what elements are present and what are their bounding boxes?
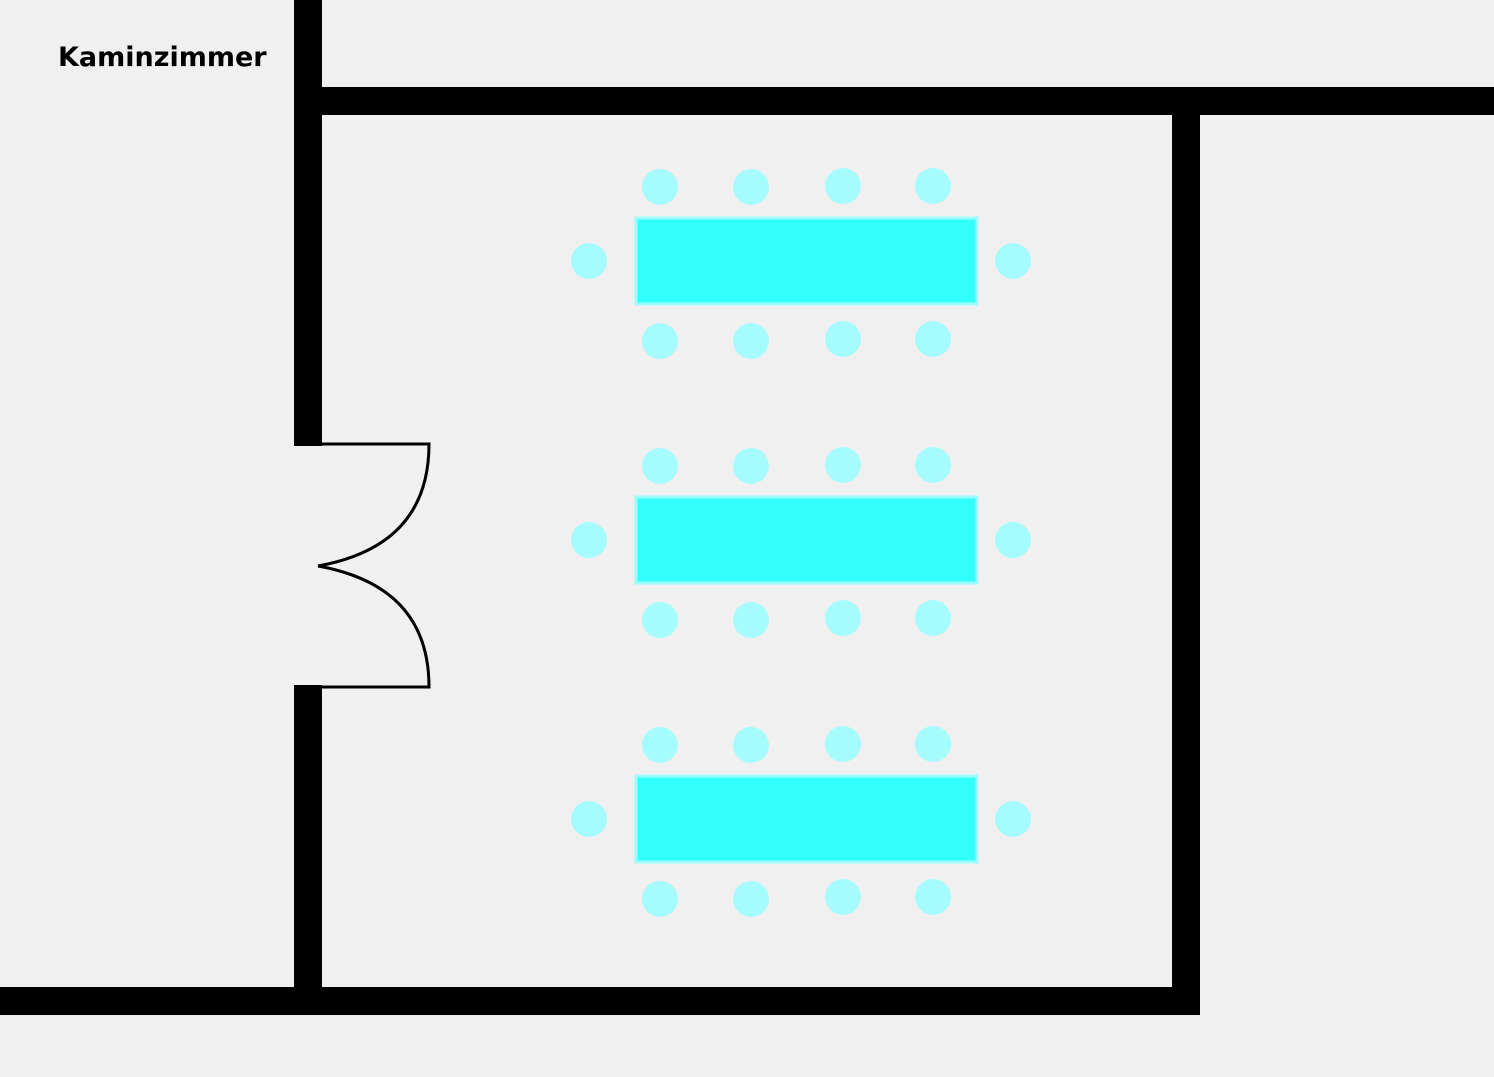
chair-top (642, 448, 678, 484)
chair-top (915, 726, 951, 762)
double-door-swing-icon (294, 442, 431, 689)
door-leaf-lower (294, 564, 431, 689)
chair-right-end (995, 522, 1031, 558)
wall-left-lower (294, 685, 322, 1015)
wall-top (294, 87, 1494, 115)
chair-bottom (915, 600, 951, 636)
chair-top (733, 448, 769, 484)
door-leaf-upper (294, 442, 431, 568)
room-title: Kaminzimmer (58, 42, 267, 73)
chair-left-end (571, 522, 607, 558)
chair-bottom (642, 881, 678, 917)
chair-bottom (825, 600, 861, 636)
chair-bottom (733, 323, 769, 359)
chair-bottom (915, 321, 951, 357)
chair-top (642, 169, 678, 205)
chair-left-end (571, 243, 607, 279)
chair-top (825, 168, 861, 204)
table-groups (571, 168, 1031, 917)
chair-left-end (571, 801, 607, 837)
chair-bottom (642, 323, 678, 359)
chair-top (733, 169, 769, 205)
chair-right-end (995, 243, 1031, 279)
walls (0, 0, 1494, 1015)
chair-top (642, 727, 678, 763)
chair-top (915, 168, 951, 204)
chair-right-end (995, 801, 1031, 837)
chair-bottom (915, 879, 951, 915)
table-group (571, 447, 1031, 638)
chair-bottom (825, 321, 861, 357)
chair-bottom (733, 881, 769, 917)
chair-top (825, 726, 861, 762)
chair-top (733, 727, 769, 763)
wall-bottom (0, 987, 1200, 1015)
chair-bottom (825, 879, 861, 915)
table (634, 216, 979, 306)
table (634, 495, 979, 585)
chair-top (915, 447, 951, 483)
chair-top (825, 447, 861, 483)
table (634, 774, 979, 864)
wall-right (1172, 87, 1200, 1015)
table-group (571, 168, 1031, 359)
wall-left-upper (294, 0, 322, 446)
chair-bottom (642, 602, 678, 638)
chair-bottom (733, 602, 769, 638)
table-group (571, 726, 1031, 917)
